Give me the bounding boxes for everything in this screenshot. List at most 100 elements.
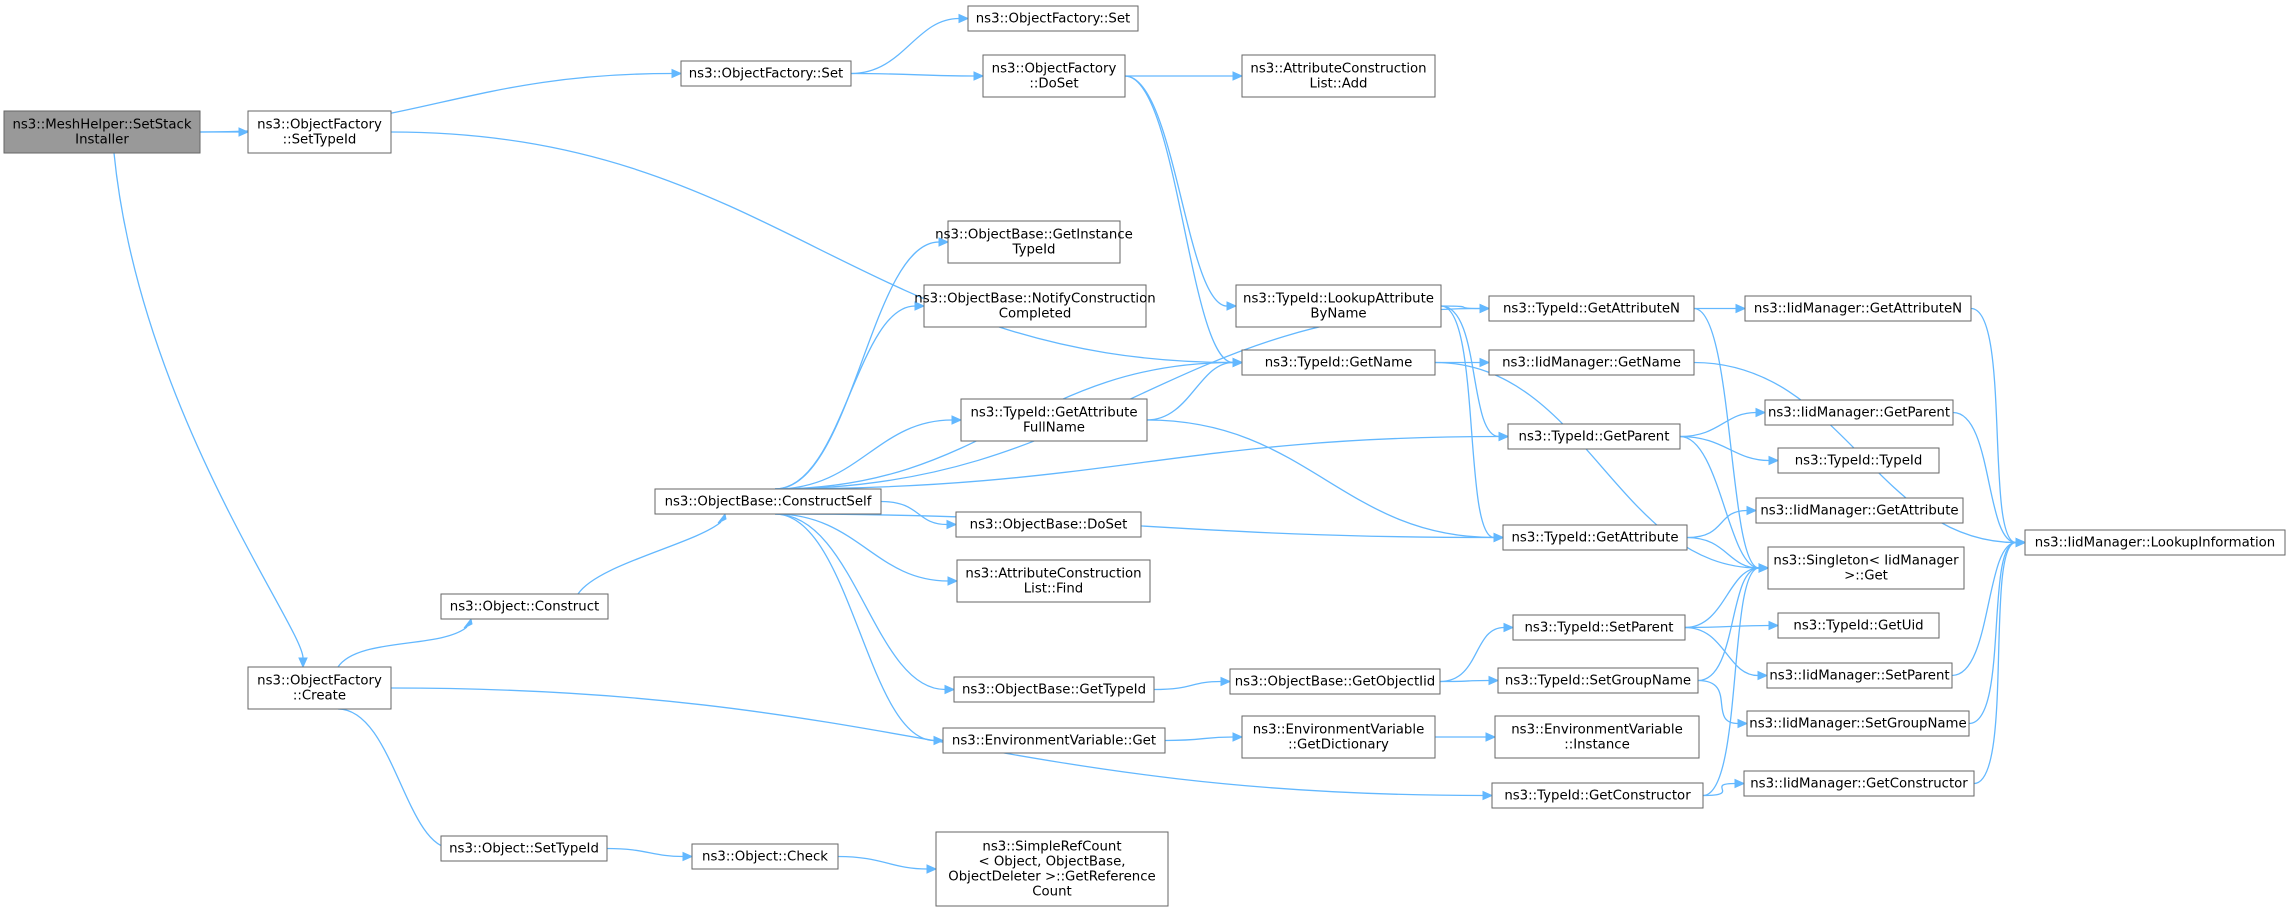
node-src-getref[interactable]: ns3::SimpleRefCount< Object, ObjectBase,… [935, 831, 1169, 907]
edge-tid_getattrfullname-to-tid_getattribute [1146, 419, 1495, 539]
node-ob-notify[interactable]: ns3::ObjectBase::NotifyConstructionCompl… [914, 284, 1156, 328]
node-tid-setgroupname[interactable]: ns3::TypeId::SetGroupName [1497, 667, 1699, 694]
node-box[interactable] [960, 398, 1148, 442]
edge-arrowhead [951, 415, 963, 425]
node-ob-constructself[interactable]: ns3::ObjectBase::ConstructSelf [654, 488, 882, 515]
node-tid-typeid[interactable]: ns3::TypeId::TypeId [1777, 447, 1940, 474]
node-box[interactable] [1764, 399, 1954, 426]
node-iid-getattribute[interactable]: ns3::IidManager::GetAttribute [1755, 497, 1964, 524]
node-box[interactable] [1777, 447, 1940, 474]
node-box[interactable] [1507, 423, 1681, 450]
node-obj-check[interactable]: ns3::Object::Check [691, 843, 839, 870]
node-box[interactable] [1743, 770, 1975, 797]
node-env-instance[interactable]: ns3::EnvironmentVariable::Instance [1494, 715, 1700, 759]
node-box[interactable] [955, 511, 1142, 538]
node-label-line: ns3::AttributeConstruction [965, 567, 1141, 582]
node-box[interactable] [680, 60, 852, 87]
node-box[interactable] [440, 835, 608, 862]
node-ob-getobjectiid[interactable]: ns3::ObjectBase::GetObjectIid [1229, 668, 1441, 695]
node-of-set-b[interactable]: ns3::ObjectFactory::Set [967, 5, 1139, 32]
node-env-getdict[interactable]: ns3::EnvironmentVariable::GetDictionary [1241, 715, 1436, 759]
node-label-line: ns3::ObjectBase::GetObjectIid [1235, 675, 1435, 690]
edge-arrowhead [463, 617, 473, 629]
node-of-doset[interactable]: ns3::ObjectFactory::DoSet [982, 54, 1126, 98]
node-iid-getattrn[interactable]: ns3::IidManager::GetAttributeN [1744, 295, 1972, 322]
node-box[interactable] [1502, 524, 1688, 551]
node-box[interactable] [1746, 710, 1970, 737]
node-box[interactable] [1744, 295, 1972, 322]
edge-tid_setparent-to-singleton_get [1684, 567, 1760, 629]
node-iid-lookupinfo[interactable]: ns3::IidManager::LookupInformation [2024, 529, 2286, 556]
node-tid-getattribute[interactable]: ns3::TypeId::GetAttribute [1502, 524, 1688, 551]
node-obj-settypeid[interactable]: ns3::Object::SetTypeId [440, 835, 608, 862]
node-tid-getuid[interactable]: ns3::TypeId::GetUid [1777, 612, 1940, 639]
node-label-line: ns3::IidManager::GetParent [1768, 406, 1950, 421]
node-box[interactable] [923, 284, 1147, 328]
node-of-create[interactable]: ns3::ObjectFactory::Create [247, 666, 392, 710]
edge-arrowhead [1746, 505, 1758, 516]
node-box[interactable] [942, 727, 1166, 754]
node-box[interactable] [1497, 667, 1699, 694]
node-tid-getname[interactable]: ns3::TypeId::GetName [1241, 349, 1436, 376]
node-box[interactable] [947, 220, 1121, 264]
node-box[interactable] [1488, 295, 1695, 322]
node-box[interactable] [1755, 497, 1964, 524]
node-box[interactable] [967, 5, 1139, 32]
node-box[interactable] [1488, 349, 1695, 376]
node-iid-setgroupname[interactable]: ns3::IidManager::SetGroupName [1746, 710, 1970, 737]
node-iid-setparent[interactable]: ns3::IidManager::SetParent [1766, 662, 1953, 689]
node-tid-setparent[interactable]: ns3::TypeId::SetParent [1512, 614, 1686, 641]
node-box[interactable] [1491, 782, 1704, 809]
node-box[interactable] [654, 488, 882, 515]
node-of-set-a[interactable]: ns3::ObjectFactory::Set [680, 60, 852, 87]
node-box[interactable] [691, 843, 839, 870]
node-obj-construct[interactable]: ns3::Object::Construct [440, 593, 609, 620]
node-iid-getname[interactable]: ns3::IidManager::GetName [1488, 349, 1695, 376]
node-tid-getattrn[interactable]: ns3::TypeId::GetAttributeN [1488, 295, 1695, 322]
node-box[interactable] [1494, 715, 1700, 759]
edge-arrowhead [1757, 670, 1769, 681]
node-ob-doset[interactable]: ns3::ObjectBase::DoSet [955, 511, 1142, 538]
node-ob-gettypeid[interactable]: ns3::ObjectBase::GetTypeId [953, 676, 1155, 703]
edge-arrowhead [958, 13, 970, 24]
edge-ob_gettypeid-to-ob_getobjectiid [1153, 680, 1222, 691]
edge-arrowhead [1488, 675, 1500, 686]
node-box[interactable] [935, 831, 1169, 907]
node-env-get[interactable]: ns3::EnvironmentVariable::Get [942, 727, 1166, 754]
node-box[interactable] [2024, 529, 2286, 556]
node-box[interactable] [440, 593, 609, 620]
node-box[interactable] [247, 666, 392, 710]
edge-of_set_a-to-of_doset [850, 72, 975, 77]
node-box[interactable] [1241, 54, 1436, 98]
node-box[interactable] [953, 676, 1155, 703]
node-tid-getparent[interactable]: ns3::TypeId::GetParent [1507, 423, 1681, 450]
node-iid-getconstructor[interactable]: ns3::IidManager::GetConstructor [1743, 770, 1975, 797]
node-box[interactable] [1241, 715, 1436, 759]
node-singleton-get[interactable]: ns3::Singleton< IidManager >::Get [1767, 546, 1965, 590]
node-box[interactable] [956, 559, 1151, 603]
edge-arrowhead [933, 735, 945, 746]
node-box[interactable] [1235, 284, 1442, 328]
node-box[interactable] [1229, 668, 1441, 695]
node-box[interactable] [1512, 614, 1686, 641]
edge-ob_constructself-to-ob_getinstancetypeid [774, 241, 940, 490]
node-label-line: ns3::EnvironmentVariable::Get [952, 734, 1156, 749]
node-box[interactable] [1777, 612, 1940, 639]
node-label-line: List::Add [1310, 77, 1368, 92]
node-box[interactable] [1766, 662, 1953, 689]
node-iid-getparent[interactable]: ns3::IidManager::GetParent [1764, 399, 1954, 426]
node-of-settypeid[interactable]: ns3::ObjectFactory::SetTypeId [247, 110, 392, 154]
node-box[interactable] [247, 110, 392, 154]
node-box[interactable] [1241, 349, 1436, 376]
node-box[interactable] [3, 110, 201, 154]
node-tid-getconstructor[interactable]: ns3::TypeId::GetConstructor [1491, 782, 1704, 809]
node-label-line: ns3::TypeId::GetAttributeN [1503, 302, 1680, 317]
node-box[interactable] [982, 54, 1126, 98]
node-box[interactable] [1767, 546, 1965, 590]
